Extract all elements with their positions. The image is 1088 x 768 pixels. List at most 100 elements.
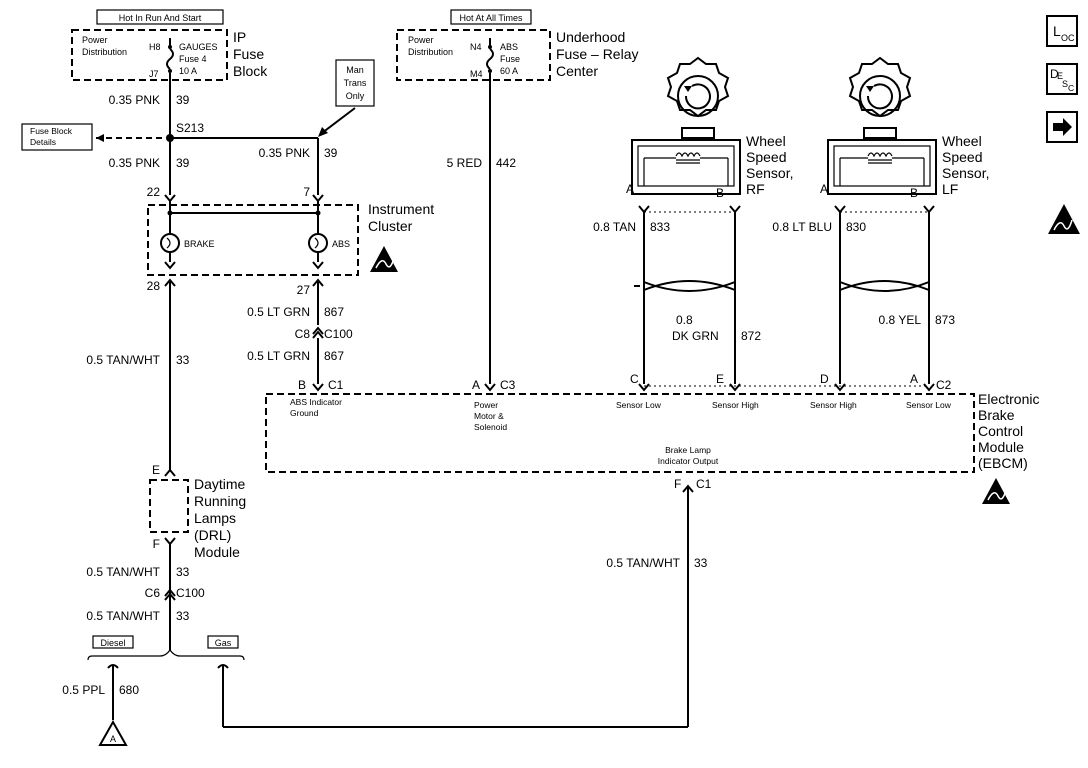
fuse-4-symbol [166, 48, 174, 70]
svg-text:Brake: Brake [978, 407, 1015, 423]
svg-text:C1: C1 [696, 477, 712, 491]
svg-text:Sensor High: Sensor High [810, 400, 857, 410]
svg-text:Fuse Block: Fuse Block [30, 126, 73, 136]
svg-text:B: B [716, 186, 724, 200]
svg-text:Running: Running [194, 493, 246, 509]
man-trans-only-box [335, 59, 375, 107]
svg-text:10 A: 10 A [179, 66, 197, 76]
page-esd-sensitive-icon [1048, 204, 1080, 234]
svg-text:Indicator Output: Indicator Output [658, 456, 719, 466]
svg-text:C1: C1 [328, 378, 344, 392]
hot-at-all-times-header-box [450, 9, 532, 25]
svg-text:A: A [626, 182, 634, 196]
svg-text:27: 27 [297, 283, 311, 297]
svg-text:ABS Indicator: ABS Indicator [290, 397, 342, 407]
svg-text:E: E [716, 372, 724, 386]
hot-run-start-header: Hot In Run And Start [119, 13, 202, 23]
wheel-speed-sensor-rf: Wheel Speed Sensor, RF A B [626, 56, 793, 213]
svg-text:Center: Center [556, 63, 598, 79]
hot-run-start-header-box [96, 9, 224, 25]
svg-text:Diesel: Diesel [100, 638, 125, 648]
fuse-block-details-box[interactable] [21, 123, 93, 151]
c8-connector [312, 326, 324, 335]
svg-text:Power: Power [474, 400, 498, 410]
svg-text:F: F [674, 477, 681, 491]
rf-rotation-arrow-icon [684, 83, 711, 110]
svg-text:Motor &: Motor & [474, 411, 504, 421]
lf-twisted-pair-icon [839, 280, 930, 292]
svg-text:0.8 TAN: 0.8 TAN [593, 220, 636, 234]
gas-option-box [207, 635, 239, 649]
svg-text:Fuse: Fuse [500, 54, 520, 64]
svg-text:IP: IP [233, 29, 246, 45]
svg-text:B: B [298, 378, 306, 392]
svg-text:0.5 TAN/WHT: 0.5 TAN/WHT [86, 609, 160, 623]
svg-text:Module: Module [194, 544, 240, 560]
rf-coil-icon [675, 152, 701, 158]
description-button[interactable]: D E S C [1046, 63, 1078, 95]
svg-text:LF: LF [942, 181, 958, 197]
svg-text:C3: C3 [500, 378, 516, 392]
svg-text:0.5 TAN/WHT: 0.5 TAN/WHT [86, 565, 160, 579]
svg-text:Speed: Speed [746, 149, 786, 165]
svg-text:J7: J7 [149, 69, 159, 79]
svg-text:A: A [820, 182, 828, 196]
svg-text:873: 873 [935, 313, 955, 327]
svg-text:Daytime: Daytime [194, 476, 246, 492]
lf-tone-ring-icon [848, 56, 912, 118]
svg-text:867: 867 [324, 349, 344, 363]
underhood-fuse-outline [396, 29, 551, 81]
svg-text:Instrument: Instrument [368, 201, 434, 217]
svg-text:D: D [1050, 67, 1059, 81]
svg-text:0.8 LT BLU: 0.8 LT BLU [772, 220, 832, 234]
svg-text:B: B [910, 186, 918, 200]
svg-text:C: C [1068, 83, 1074, 93]
ip-fuse-block-outline [71, 29, 228, 81]
instrument-cluster-outline [147, 204, 359, 276]
svg-text:Man: Man [346, 65, 364, 75]
svg-text:C8: C8 [295, 327, 311, 341]
diesel-option-box [92, 635, 134, 649]
svg-text:Wheel: Wheel [746, 133, 786, 149]
svg-text:(EBCM): (EBCM) [978, 455, 1028, 471]
svg-text:C: C [630, 372, 639, 386]
svg-text:Sensor Low: Sensor Low [616, 400, 662, 410]
svg-text:0.5 TAN/WHT: 0.5 TAN/WHT [86, 353, 160, 367]
svg-text:Trans: Trans [344, 78, 367, 88]
svg-text:DK GRN: DK GRN [672, 329, 719, 343]
svg-text:Underhood: Underhood [556, 29, 625, 45]
svg-text:Electronic: Electronic [978, 391, 1039, 407]
svg-text:L: L [1053, 23, 1061, 39]
svg-text:A: A [472, 378, 480, 392]
svg-text:Sensor High: Sensor High [712, 400, 759, 410]
svg-text:0.5 LT GRN: 0.5 LT GRN [247, 349, 310, 363]
svg-text:Block: Block [233, 63, 268, 79]
svg-text:S: S [1062, 79, 1068, 89]
svg-text:Cluster: Cluster [368, 218, 413, 234]
svg-text:33: 33 [176, 609, 190, 623]
svg-text:28: 28 [147, 279, 161, 293]
svg-text:C100: C100 [176, 586, 205, 600]
svg-text:Sensor,: Sensor, [746, 165, 793, 181]
ip-fuse-block: Hot In Run And Start Power Distribution … [71, 9, 268, 81]
svg-text:E: E [1057, 71, 1063, 81]
svg-text:RF: RF [746, 181, 765, 197]
svg-text:Wheel: Wheel [942, 133, 982, 149]
svg-text:Sensor,: Sensor, [942, 165, 989, 181]
svg-text:(DRL): (DRL) [194, 527, 231, 543]
svg-text:Module: Module [978, 439, 1024, 455]
svg-text:Fuse – Relay: Fuse – Relay [556, 46, 638, 62]
svg-text:Speed: Speed [942, 149, 982, 165]
next-page-button[interactable] [1046, 111, 1078, 143]
svg-text:Ground: Ground [290, 408, 319, 418]
svg-text:C6: C6 [145, 586, 161, 600]
lf-rotation-arrow-icon [866, 83, 893, 110]
svg-text:33: 33 [694, 556, 708, 570]
instrument-cluster: BRAKE ABS Instrument Cluster [147, 201, 434, 276]
splice-label: S213 [176, 121, 204, 135]
location-button[interactable]: L OC [1046, 15, 1078, 47]
svg-text:0.5 PPL: 0.5 PPL [62, 683, 105, 697]
svg-text:Solenoid: Solenoid [474, 422, 507, 432]
rf-sensor-body [631, 139, 741, 195]
svg-text:Distribution: Distribution [82, 47, 127, 57]
